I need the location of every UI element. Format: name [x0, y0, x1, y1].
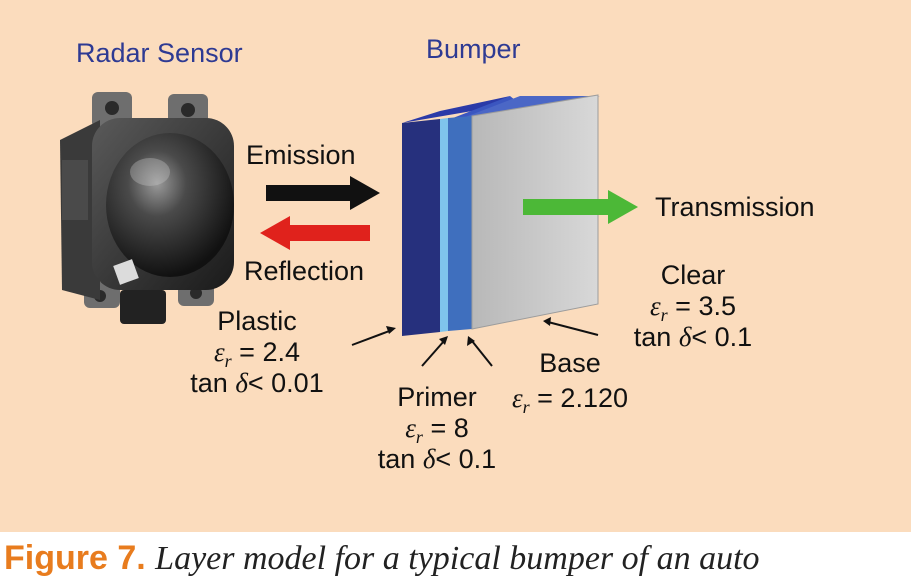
- reflection-label: Reflection: [244, 256, 365, 286]
- clear-annotation: Clear εr = 3.5 tan δ< 0.1: [608, 262, 778, 351]
- primer-annotation: Primer εr = 8 tan δ< 0.1: [342, 384, 532, 473]
- clear-permittivity: εr = 3.5: [650, 291, 736, 325]
- plastic-permittivity: εr = 2.4: [214, 337, 300, 371]
- plastic-name: Plastic: [217, 306, 297, 336]
- primer-name: Primer: [397, 382, 477, 412]
- sensor-connector: [120, 290, 166, 324]
- base-annotation: Base εr = 2.120: [490, 348, 650, 417]
- bumper-layers: [402, 94, 600, 336]
- base-permittivity: εr = 2.120: [511, 383, 628, 417]
- transmission-label: Transmission: [655, 192, 815, 222]
- bumper-title: Bumper: [426, 34, 521, 64]
- radar-sensor-icon: [60, 92, 234, 324]
- plastic-layer-top: [402, 96, 510, 123]
- figure-label: Figure 7.: [4, 539, 146, 577]
- plastic-loss-tangent: tan δ< 0.01: [190, 368, 324, 398]
- clear-pointer: [547, 321, 599, 336]
- primer-loss-tangent: tan δ< 0.1: [377, 444, 497, 474]
- caption-text: Layer model for a typical bumper of an a…: [155, 540, 760, 577]
- transmission-arrow-icon: [523, 190, 638, 224]
- radar-sensor-title: Radar Sensor: [76, 38, 243, 68]
- emission-label: Emission: [246, 140, 356, 170]
- primer-layer: [440, 118, 448, 332]
- emission-arrow-icon: [266, 176, 380, 210]
- clear-name: Clear: [660, 260, 726, 290]
- primer-permittivity: εr = 8: [405, 413, 469, 447]
- diagram-graphics: [60, 92, 638, 367]
- plastic-layer: [402, 119, 440, 336]
- sensor-label: [113, 259, 139, 285]
- plastic-pointer: [351, 329, 393, 346]
- sensor-dome: [106, 133, 234, 277]
- base-layer: [448, 116, 472, 331]
- base-name: Base: [539, 348, 601, 378]
- base-pointer: [471, 340, 493, 367]
- primer-pointer: [421, 340, 445, 367]
- pointer-lines: [351, 317, 599, 367]
- reflection-arrow-icon: [260, 216, 370, 250]
- figure-caption: Figure 7. Layer model for a typical bump…: [4, 541, 760, 576]
- plastic-annotation: Plastic εr = 2.4 tan δ< 0.01: [162, 308, 352, 397]
- clear-loss-tangent: tan δ< 0.1: [633, 322, 753, 352]
